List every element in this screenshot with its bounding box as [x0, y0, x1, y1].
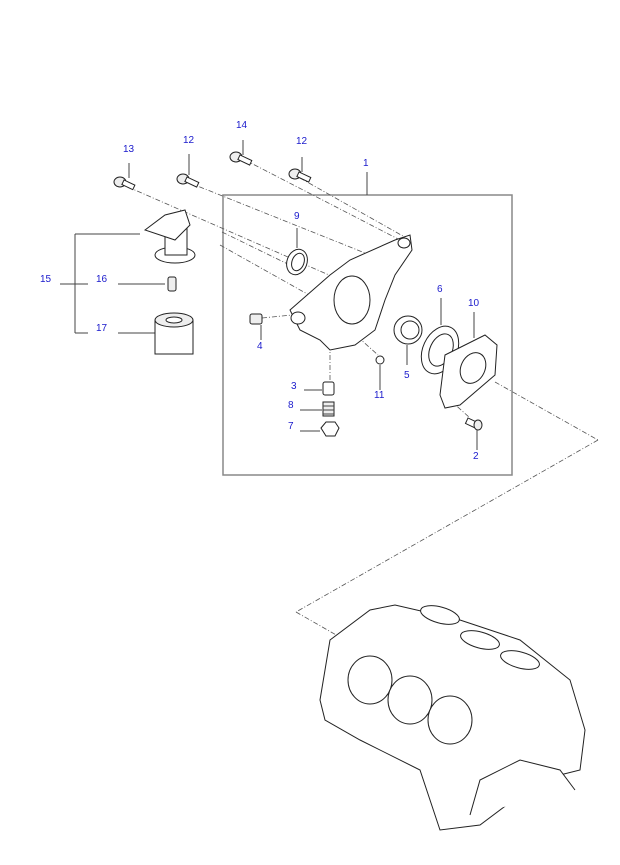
- pump-cover-10: [439, 334, 498, 409]
- callout-16: 16: [96, 274, 108, 285]
- callout-12-left: 12: [183, 135, 195, 146]
- callout-4: 4: [257, 341, 263, 352]
- callout-7: 7: [288, 421, 294, 432]
- callout-1: 1: [363, 158, 369, 169]
- alignment-lines: [127, 159, 599, 641]
- callout-6: 6: [437, 284, 443, 295]
- callout-17: 17: [96, 323, 108, 334]
- callout-8: 8: [288, 400, 294, 411]
- bolt-13: [113, 176, 136, 191]
- filter-nipple-16: [167, 276, 177, 292]
- oil-pump-body: [289, 234, 413, 351]
- callout-2: 2: [473, 451, 479, 462]
- inner-rotor-5: [393, 315, 423, 345]
- bolt-14: [229, 151, 253, 166]
- o-ring-11: [375, 355, 385, 365]
- callout-14: 14: [236, 120, 248, 131]
- plug-4: [249, 313, 263, 325]
- bolt-12-right: [288, 168, 312, 183]
- oil-seal-9: [286, 248, 308, 276]
- relief-plug-7: [320, 421, 340, 437]
- callout-11: 11: [374, 390, 385, 401]
- cylinder-block: [319, 604, 586, 831]
- callout-9: 9: [294, 211, 300, 222]
- oil-filter-17: [154, 312, 194, 355]
- callout-10: 10: [468, 298, 480, 309]
- callout-13: 13: [123, 144, 135, 155]
- bolt-2: [464, 417, 483, 431]
- relief-spring-8: [322, 401, 335, 417]
- callout-5: 5: [404, 370, 410, 381]
- relief-plunger-3: [322, 381, 335, 396]
- filter-head: [143, 209, 196, 264]
- bolt-12-left: [176, 173, 200, 188]
- callout-15: 15: [40, 274, 52, 285]
- callout-12-right: 12: [296, 136, 308, 147]
- callout-3: 3: [291, 381, 297, 392]
